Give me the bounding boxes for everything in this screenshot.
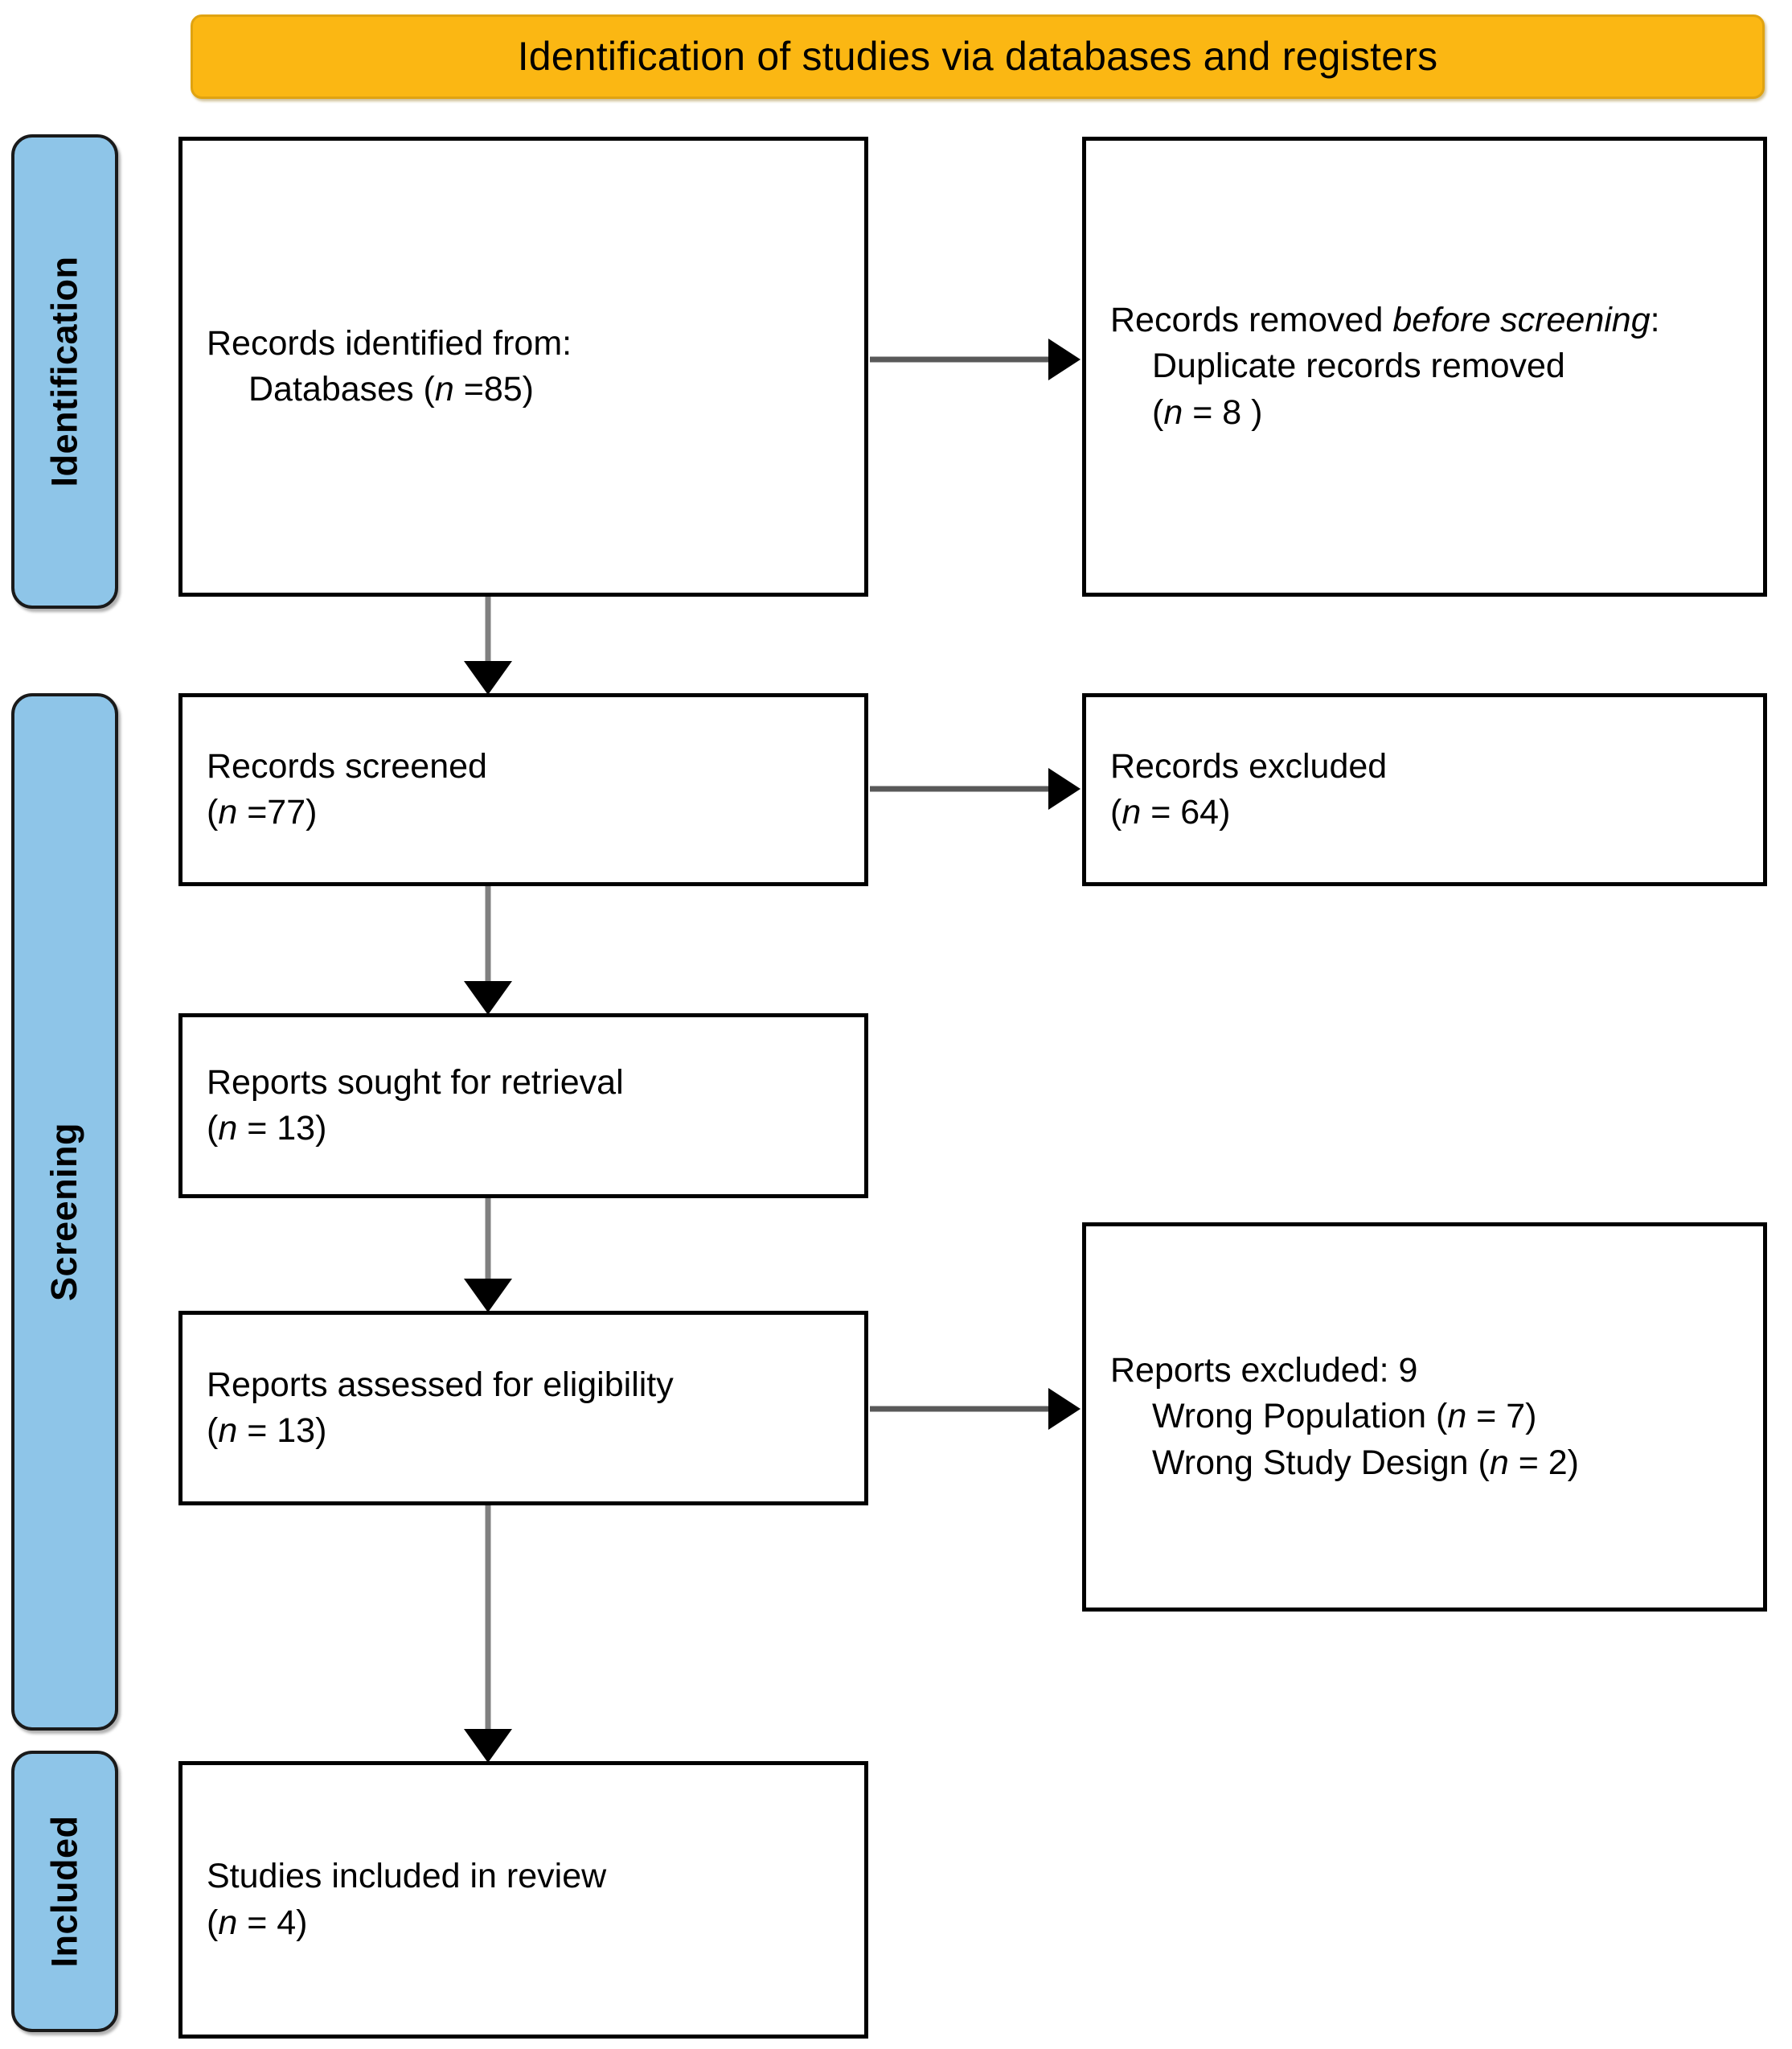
- arrow-shaft: [485, 1505, 491, 1735]
- records-excluded-line-2-suffix: = 64): [1141, 793, 1231, 832]
- arrow-head-right-icon: [1048, 339, 1081, 380]
- reports-sought-line-2-italic-n: n: [218, 1109, 238, 1148]
- arrow-head-right-icon: [1048, 768, 1081, 810]
- reports-sought-line-1: Reports sought for retrieval: [207, 1062, 624, 1102]
- reports-excluded-line-3-prefix: Wrong Study Design (: [1152, 1443, 1490, 1482]
- reports-excluded-line-3-italic-n: n: [1489, 1443, 1509, 1482]
- studies-included-line-2-italic-n: n: [218, 1903, 238, 1942]
- reports-excluded-line-3-suffix: = 2): [1508, 1443, 1580, 1482]
- stage-tab-identification: Identification: [11, 134, 118, 609]
- reports-assessed-line-1: Reports assessed for eligibility: [207, 1365, 674, 1404]
- stage-label-included: Included: [43, 1815, 85, 1968]
- records-excluded-line-2: (n = 64): [1110, 790, 1739, 836]
- records-removed-line-3-italic-n: n: [1163, 392, 1183, 432]
- records-screened-line-2-suffix: =77): [237, 793, 318, 832]
- box-records-screened: Records screened (n =77): [178, 693, 868, 886]
- records-screened-line-2: (n =77): [207, 790, 840, 836]
- arrow-screened-to-sought-icon: [464, 886, 512, 1015]
- box-reports-excluded-with-reasons: Reports excluded: 9 Wrong Population (n …: [1082, 1222, 1767, 1612]
- reports-excluded-line-2-suffix: = 7): [1466, 1397, 1537, 1436]
- records-screened-line-2-prefix: (: [207, 793, 219, 832]
- diagram-title: Identification of studies via databases …: [517, 34, 1438, 80]
- records-screened-line-1: Records screened: [207, 746, 487, 786]
- records-removed-line-3-suffix: = 8 ): [1183, 392, 1263, 432]
- reports-assessed-line-2-italic-n: n: [218, 1411, 238, 1450]
- records-excluded-line-2-prefix: (: [1110, 793, 1122, 832]
- arrow-shaft: [870, 1406, 1053, 1412]
- records-identified-line-2-suffix: =85): [453, 370, 534, 409]
- arrow-screened-to-excluded-icon: [870, 768, 1081, 810]
- reports-sought-line-2: (n = 13): [207, 1106, 840, 1152]
- box-reports-sought-for-retrieval: Reports sought for retrieval (n = 13): [178, 1013, 868, 1198]
- records-identified-line-2: Databases (n =85): [207, 367, 840, 413]
- arrow-identified-to-removed-icon: [870, 339, 1081, 380]
- arrow-head-down-icon: [464, 1729, 512, 1763]
- reports-assessed-line-2-prefix: (: [207, 1411, 219, 1450]
- reports-excluded-line-1: Reports excluded: 9: [1110, 1351, 1418, 1390]
- reports-assessed-line-2: (n = 13): [207, 1408, 840, 1454]
- studies-included-line-1: Studies included in review: [207, 1857, 607, 1896]
- box-records-removed: Records removed before screening: Duplic…: [1082, 137, 1767, 597]
- diagram-header-banner: Identification of studies via databases …: [191, 14, 1765, 99]
- records-removed-line-1-prefix: Records removed: [1110, 301, 1393, 340]
- reports-sought-line-2-prefix: (: [207, 1109, 219, 1148]
- stage-label-identification: Identification: [43, 256, 85, 487]
- reports-excluded-line-2-prefix: Wrong Population (: [1152, 1397, 1448, 1436]
- studies-included-line-2-suffix: = 4): [237, 1903, 308, 1942]
- reports-excluded-line-2: Wrong Population (n = 7): [1110, 1394, 1739, 1439]
- records-identified-line-2-prefix: Databases (: [248, 370, 435, 409]
- box-records-identified: Records identified from: Databases (n =8…: [178, 137, 868, 597]
- box-studies-included-in-review: Studies included in review (n = 4): [178, 1761, 868, 2039]
- records-removed-line-1: Records removed before screening:: [1110, 298, 1739, 343]
- reports-excluded-line-2-italic-n: n: [1447, 1397, 1467, 1436]
- records-identified-line-2-italic-n: n: [434, 370, 454, 409]
- reports-sought-line-2-suffix: = 13): [237, 1109, 327, 1148]
- records-removed-line-2: Duplicate records removed: [1152, 347, 1565, 386]
- records-removed-line-1-italic: before screening: [1392, 301, 1651, 340]
- studies-included-line-2-prefix: (: [207, 1903, 219, 1942]
- records-identified-line-1: Records identified from:: [207, 323, 572, 363]
- arrow-assessed-to-included-icon: [464, 1505, 512, 1763]
- arrow-assessed-to-reports-excluded-icon: [870, 1388, 1081, 1430]
- arrow-head-down-icon: [464, 661, 512, 695]
- arrow-head-down-icon: [464, 1279, 512, 1312]
- arrow-sought-to-assessed-icon: [464, 1198, 512, 1312]
- box-reports-assessed-for-eligibility: Reports assessed for eligibility (n = 13…: [178, 1311, 868, 1505]
- records-removed-line-3: (n = 8 ): [1110, 390, 1739, 436]
- records-removed-line-3-prefix: (: [1152, 392, 1164, 432]
- records-removed-line-1-suffix: :: [1650, 301, 1660, 340]
- arrow-shaft: [870, 356, 1053, 363]
- stage-tab-included: Included: [11, 1751, 118, 2032]
- records-screened-line-2-italic-n: n: [218, 793, 238, 832]
- arrow-shaft: [485, 597, 491, 667]
- stage-tab-screening: Screening: [11, 693, 118, 1731]
- reports-excluded-line-3: Wrong Study Design (n = 2): [1110, 1440, 1739, 1486]
- arrow-identified-to-screened-icon: [464, 597, 512, 695]
- arrow-shaft: [870, 786, 1053, 792]
- arrow-shaft: [485, 1198, 491, 1285]
- reports-assessed-line-2-suffix: = 13): [237, 1411, 327, 1450]
- studies-included-line-2: (n = 4): [207, 1900, 840, 1946]
- arrow-head-down-icon: [464, 981, 512, 1015]
- arrow-shaft: [485, 886, 491, 988]
- arrow-head-right-icon: [1048, 1388, 1081, 1430]
- box-records-excluded: Records excluded (n = 64): [1082, 693, 1767, 886]
- stage-label-screening: Screening: [43, 1122, 85, 1302]
- records-excluded-line-1: Records excluded: [1110, 746, 1388, 786]
- records-excluded-line-2-italic-n: n: [1122, 793, 1142, 832]
